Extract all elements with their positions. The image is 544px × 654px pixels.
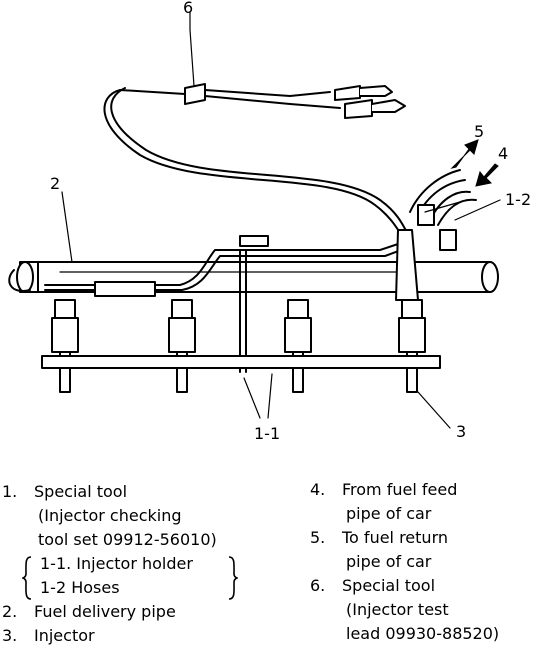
legend-text: 1-1. Injector holder	[40, 554, 193, 573]
injector-test-diagram	[8, 11, 501, 429]
legend-text: (Injector checking	[38, 506, 182, 525]
legend-item-5: 5. To fuel return	[310, 526, 499, 550]
legend-text: lead 09930-88520)	[346, 624, 500, 643]
legend-text: Special tool	[342, 576, 436, 595]
callout-4: 4	[498, 144, 509, 163]
legend-text: (Injector test	[346, 600, 449, 619]
legend-item-6: 6. Special tool	[310, 574, 499, 598]
legend-number: 5.	[310, 528, 326, 547]
injectors	[51, 299, 426, 393]
arrow-from-feed-icon	[475, 163, 499, 187]
callout-2: 2	[50, 174, 61, 193]
legend-number: 6.	[310, 576, 326, 595]
callout-1-2: 1-2	[505, 190, 532, 209]
legend-item-4: 4. From fuel feed	[310, 478, 499, 502]
legend-text: 1-2 Hoses	[40, 578, 120, 597]
legend-item-3: 3. Injector	[2, 624, 217, 648]
legend-text: pipe of car	[346, 504, 432, 523]
legend-item-2: 2. Fuel delivery pipe	[2, 600, 217, 624]
legend-left: 1. Special tool (Injector checking tool s…	[2, 480, 238, 648]
legend-text: Special tool	[34, 482, 128, 501]
legend-text: Injector	[34, 626, 95, 645]
legend-number: 3.	[2, 626, 18, 645]
legend-right: 4. From fuel feed pipe of car 5. To fuel r…	[310, 478, 499, 646]
legend-text: To fuel return	[342, 528, 448, 547]
legend-text: From fuel feed	[342, 480, 458, 499]
legend-number: 4.	[310, 480, 326, 499]
callout-3: 3	[456, 422, 467, 441]
legend-subitems: 1-1. Injector holder 1-2 Hoses	[2, 552, 238, 600]
arrow-to-return-icon	[450, 139, 479, 169]
callout-5: 5	[474, 122, 485, 141]
callout-6: 6	[183, 0, 194, 17]
legend-number: 1.	[2, 482, 18, 501]
callout-1-1: 1-1	[254, 424, 281, 443]
bracket-left-icon	[22, 556, 32, 600]
legend-item-1: 1. Special tool	[2, 480, 217, 504]
legend-number: 2.	[2, 602, 18, 621]
fuel-delivery-pipe	[19, 261, 491, 293]
test-lead-cable	[103, 89, 406, 241]
legend-text: tool set 09912-56010)	[38, 530, 217, 549]
bracket-right-icon	[228, 556, 238, 600]
legend-text: Fuel delivery pipe	[34, 602, 176, 621]
injector-holder	[41, 355, 441, 369]
legend-text: pipe of car	[346, 552, 432, 571]
